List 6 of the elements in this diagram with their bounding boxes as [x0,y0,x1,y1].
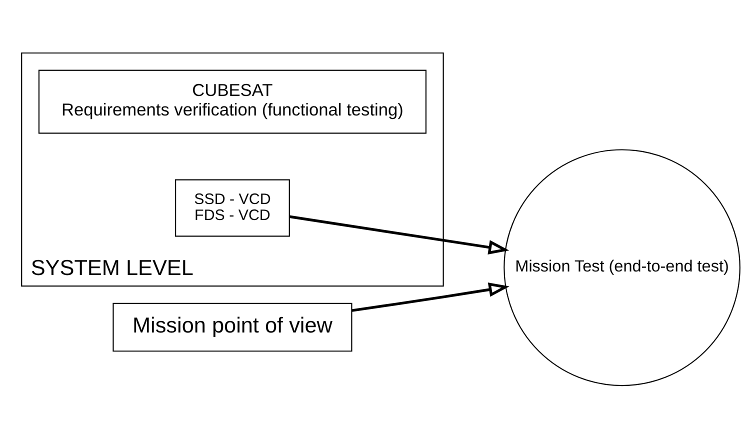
node-box: SSD - VCD FDS - VCD [175,179,290,237]
node-circle: Mission Test (end-to-end test) [504,149,740,386]
arrow [352,282,510,312]
arrow [289,215,510,254]
node-box: CUBESAT Requirements verification (functional testing) [38,70,426,134]
node-box: Mission point of view [112,302,352,352]
